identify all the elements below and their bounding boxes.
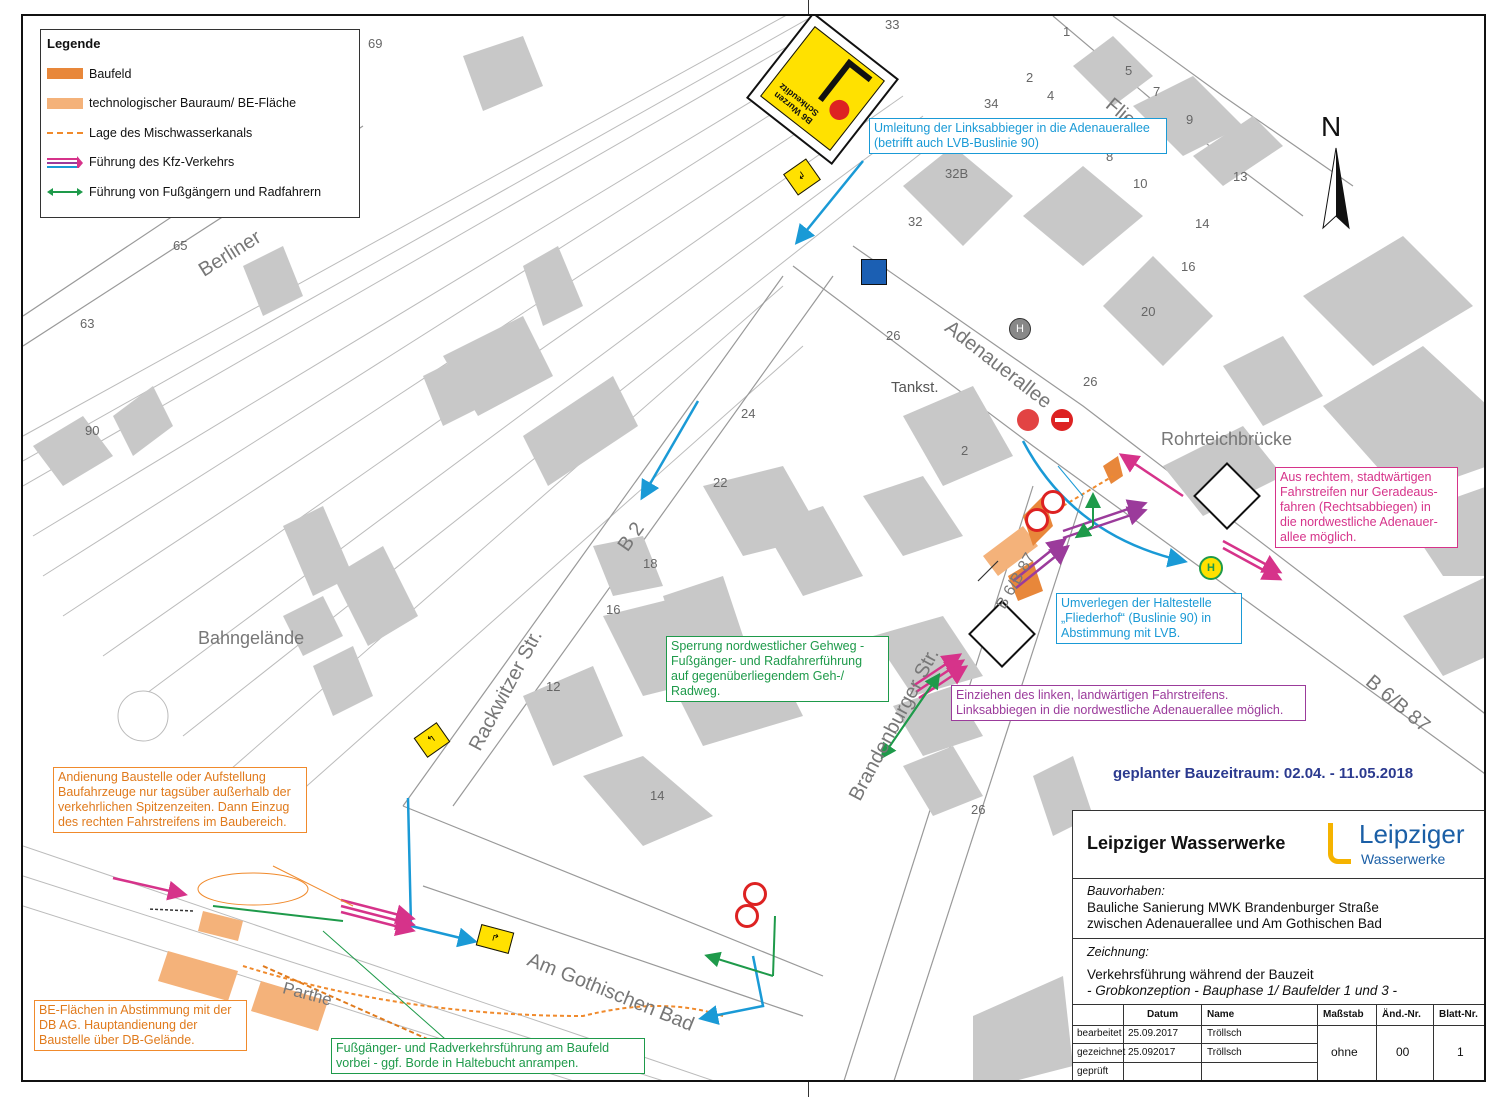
note-sperrung: Sperrung nordwestlicher Gehweg -Fußgänge…: [666, 636, 889, 702]
kanal-line-adenauer: [1062, 475, 1114, 507]
legend: Legende Baufeld technologischer Bauraum/…: [40, 29, 360, 218]
pedestrian-arrows: [212, 492, 1101, 977]
note-umleitung: Umleitung der Linksabbieger in die Adena…: [869, 118, 1167, 154]
company-name: Leipziger Wasserwerke: [1087, 833, 1286, 853]
dashed-orange-line: [47, 131, 83, 134]
frame-tick: [808, 0, 809, 14]
bus-stop-new-icon: H: [1199, 556, 1223, 580]
house-number: 10: [1133, 176, 1148, 191]
house-number: 1: [1063, 24, 1071, 39]
logo-subtext: Wasserwerke: [1361, 851, 1446, 867]
mischwasserkanal-line-2: [262, 965, 444, 1047]
house-number: 34: [984, 96, 999, 111]
house-number: 5: [1125, 63, 1133, 78]
house-number: 16: [606, 602, 621, 617]
legend-item-mischwasserkanal: Lage des Mischwasserkanals: [47, 118, 353, 148]
vehicle-arrows-icon: [47, 156, 83, 169]
logo-icon: [1328, 823, 1351, 864]
no-cycling-icon: [1041, 490, 1065, 514]
be-flaechen: [158, 526, 1038, 1031]
house-number: 26: [971, 802, 986, 817]
area-tankstelle: Tankst.: [891, 379, 939, 396]
north-arrow-icon: N: [1321, 111, 1350, 230]
title-header: Leipziger Wasserwerke Leipziger Wasserwe…: [1073, 811, 1484, 879]
no-pedestrian-icon: [743, 882, 767, 906]
frame-tick: [808, 1082, 809, 1097]
area-rohrteichbruecke: Rohrteichbrücke: [1161, 429, 1293, 449]
legend-item-be-flaeche: technologischer Bauraum/ BE-Fläche: [47, 89, 353, 119]
turntable: [117, 690, 169, 742]
mischwasserkanal-line: [242, 965, 724, 1018]
house-number: 63: [80, 316, 95, 331]
house-number: 2: [1026, 70, 1034, 85]
house-number: 22: [713, 475, 728, 490]
house-number: 20: [1141, 304, 1156, 319]
house-number: 33: [885, 17, 900, 32]
kfz-arrows: [112, 453, 1283, 936]
house-number: 14: [650, 788, 665, 803]
no-entry-icon: [1051, 409, 1073, 431]
house-number: 13: [1233, 169, 1248, 184]
house-number: 24: [741, 406, 756, 421]
house-number: 16: [1181, 259, 1196, 274]
map-frame: N Legende Baufeld technologischer Baurau…: [21, 14, 1486, 1082]
legend-item-fussgaenger: Führung von Fußgängern und Radfahrern: [47, 177, 353, 207]
house-number: 4: [1047, 88, 1055, 103]
svg-text:N: N: [1321, 111, 1341, 142]
dead-end-sign-icon: [861, 259, 887, 285]
detour-arrows: [406, 160, 1188, 1025]
small-arrow: [147, 908, 194, 912]
bauvorhaben-section: Bauvorhaben: Bauliche Sanierung MWK Bran…: [1073, 879, 1484, 939]
house-number: 32B: [945, 166, 969, 181]
house-number: 18: [643, 556, 658, 571]
baufeld-swatch: [47, 68, 83, 80]
house-number: 65: [173, 238, 188, 253]
no-turn-icon: [1025, 508, 1049, 532]
bus-stop-old-icon: H: [1009, 318, 1031, 340]
house-number: 7: [1153, 84, 1161, 99]
no-entry-icon: [825, 95, 854, 124]
closed-stop-icon: [1017, 409, 1039, 431]
logo-text: Leipziger: [1359, 819, 1465, 849]
house-number: 14: [1195, 216, 1210, 231]
zeichnung-section: Zeichnung: Verkehrsführung während der B…: [1073, 939, 1484, 1005]
green-arrow-icon: [47, 187, 83, 196]
house-number: 26: [886, 328, 901, 343]
house-number: 26: [1083, 374, 1098, 389]
small-arrow-2: [977, 560, 999, 582]
house-number: 8: [1106, 149, 1114, 164]
house-number: 9: [1186, 112, 1194, 127]
legend-item-kfz: Führung des Kfz-Verkehrs: [47, 148, 353, 178]
no-cycling-icon-2: [735, 904, 759, 928]
area-bahngelaende: Bahngelände: [198, 628, 305, 648]
title-block: Leipziger Wasserwerke Leipziger Wasserwe…: [1072, 810, 1484, 1080]
andienung-area: [197, 872, 309, 906]
construction-period: geplanter Bauzeitraum: 02.04. - 11.05.20…: [1113, 765, 1414, 782]
note-einziehen: Einziehen des linken, landwärtigen Fahrs…: [951, 685, 1306, 721]
base-map: [23, 16, 1484, 1080]
be-flaeche-swatch: [47, 97, 83, 109]
note-umverlegen: Umverlegen der Haltestelle„Fliederhof“ (…: [1056, 593, 1242, 644]
note-fussgaenger: Fußgänger- und Radverkehrsführung am Bau…: [331, 1038, 645, 1074]
house-number: 32: [908, 214, 923, 229]
house-number: 90: [85, 423, 100, 438]
legend-title: Legende: [47, 36, 101, 51]
house-number: 12: [546, 679, 561, 694]
house-number: 69: [368, 36, 383, 51]
revision-table: Datum Name Maßstab Änd.-Nr. Blatt-Nr. be…: [1073, 1005, 1484, 1080]
legend-item-baufeld: Baufeld: [47, 59, 353, 89]
buildings: [33, 36, 1484, 1080]
house-number: 2: [961, 443, 969, 458]
